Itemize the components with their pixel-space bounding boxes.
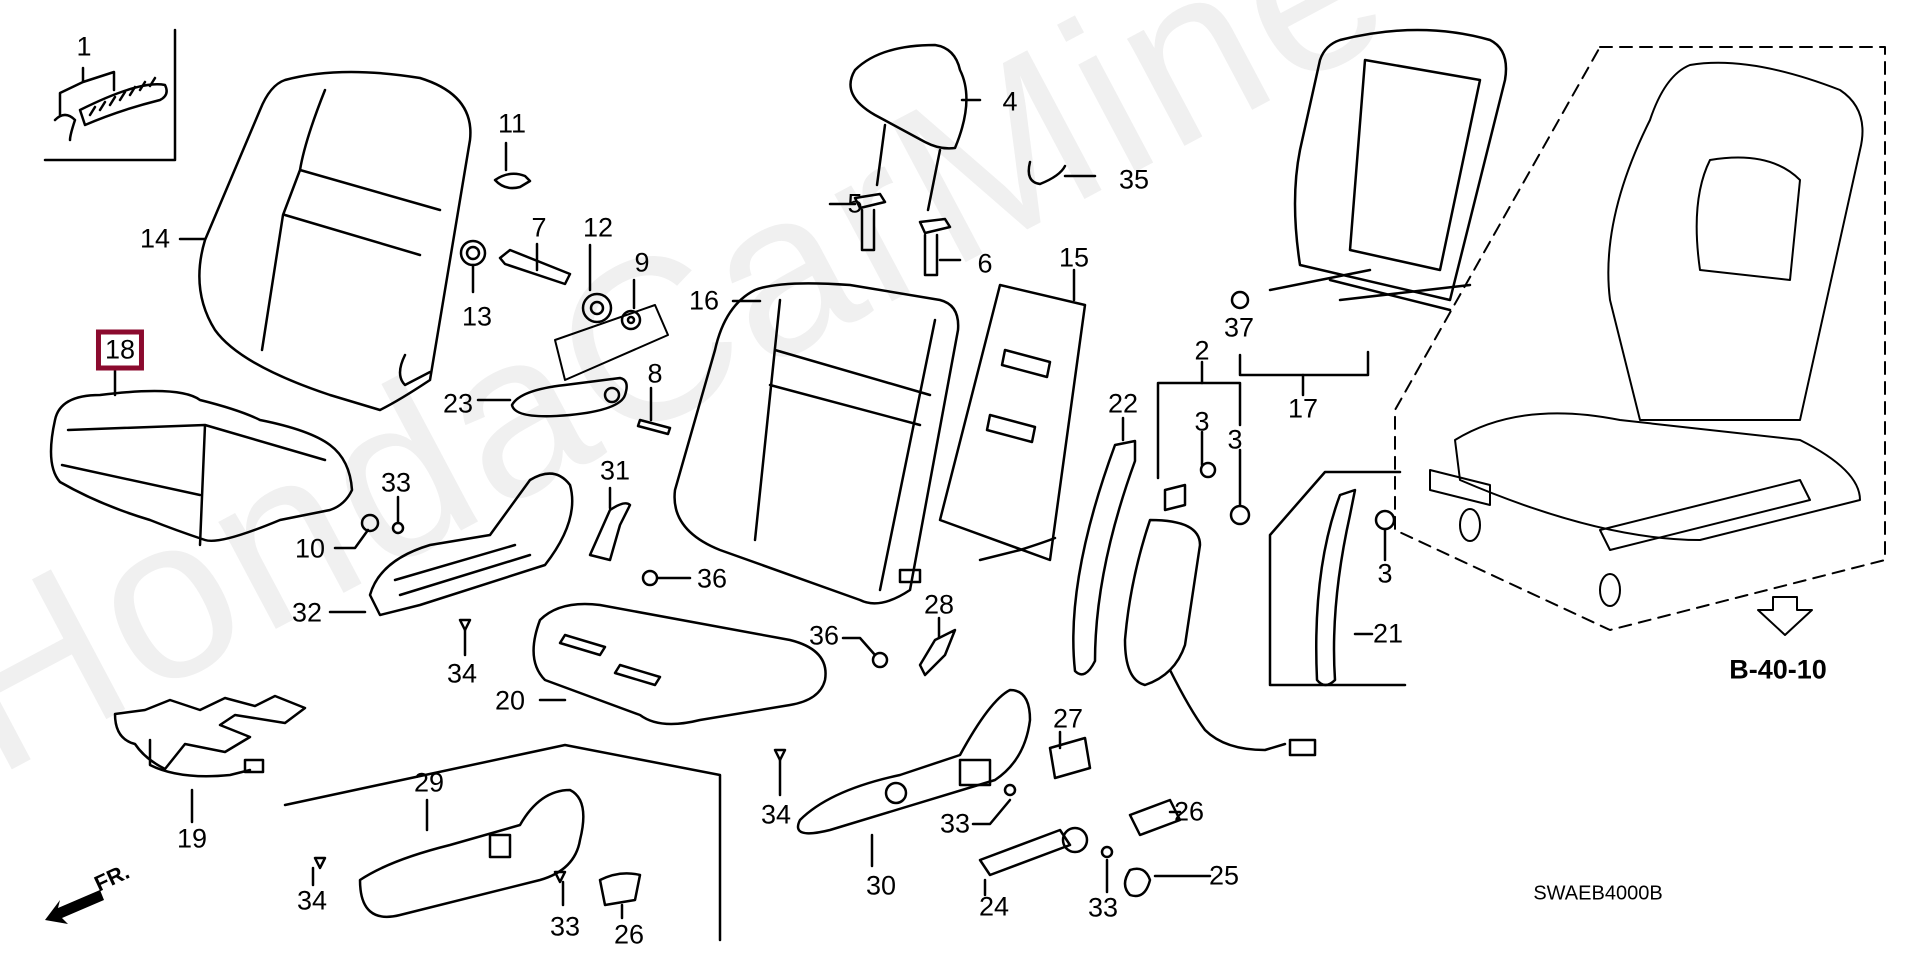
part-37-17-back-frame-cover (1230, 28, 1508, 397)
front-arrow-icon (45, 890, 104, 924)
callout-32[interactable]: 32 (291, 597, 323, 628)
reference-link[interactable]: B-40-10 (1729, 654, 1827, 685)
callout-29[interactable]: 29 (413, 767, 445, 798)
callout-2[interactable]: 2 (1194, 335, 1210, 366)
callout-10[interactable]: 10 (294, 533, 326, 564)
lever-cluster (971, 730, 1212, 898)
part-20-cushion-pad (283, 602, 827, 942)
callout-11[interactable]: 11 (497, 108, 527, 139)
part-29-side-cover (311, 788, 642, 920)
callout-5[interactable]: 5 (847, 188, 863, 219)
part-15-back-panel (898, 268, 1087, 584)
part-2-3-bracket (1123, 360, 1317, 757)
callout-25[interactable]: 25 (1208, 860, 1240, 891)
callout-34[interactable]: 34 (296, 885, 328, 916)
callout-19[interactable]: 19 (176, 823, 208, 854)
part-1-clips (43, 28, 177, 162)
part-14-seatback-cover (178, 70, 472, 412)
callout-6[interactable]: 6 (977, 248, 993, 279)
callout-28[interactable]: 28 (923, 589, 955, 620)
callout-22[interactable]: 22 (1107, 388, 1139, 419)
part-28-bracket (841, 616, 957, 677)
part-4-headrest (849, 43, 982, 212)
hardware-cluster-top (459, 141, 642, 331)
callout-37[interactable]: 37 (1223, 312, 1255, 343)
callout-16[interactable]: 16 (688, 285, 720, 316)
callout-36[interactable]: 36 (696, 563, 728, 594)
part-30-side-cover (773, 688, 1032, 868)
callout-9[interactable]: 9 (634, 247, 650, 278)
part-35-clip (1027, 160, 1097, 186)
callout-33[interactable]: 33 (1087, 892, 1119, 923)
callout-21[interactable]: 21 (1372, 618, 1404, 649)
part-16-seatback-pad (673, 282, 960, 605)
callout-26[interactable]: 26 (1173, 796, 1205, 827)
callout-36[interactable]: 36 (808, 620, 840, 651)
callout-1[interactable]: 1 (76, 31, 92, 62)
callout-34[interactable]: 34 (760, 799, 792, 830)
part-19-heater-mat (113, 694, 307, 824)
reference-arrow (1757, 596, 1813, 636)
callout-31[interactable]: 31 (599, 455, 631, 486)
callout-4[interactable]: 4 (1002, 86, 1018, 117)
part-5-6-headrest-guides (828, 192, 962, 277)
hardware-33-10 (333, 495, 405, 550)
callout-17[interactable]: 17 (1287, 393, 1319, 424)
part-32-cover (328, 472, 574, 657)
callout-8[interactable]: 8 (647, 358, 663, 389)
callout-15[interactable]: 15 (1058, 242, 1090, 273)
callout-23[interactable]: 23 (442, 388, 474, 419)
part-18-seat-cushion-cover (49, 366, 354, 547)
callout-3[interactable]: 3 (1227, 424, 1243, 455)
callout-27[interactable]: 27 (1052, 703, 1084, 734)
callout-24[interactable]: 24 (978, 891, 1010, 922)
diagram-code: SWAEB4000B (1533, 882, 1663, 905)
callout-35[interactable]: 35 (1118, 164, 1150, 195)
callout-33[interactable]: 33 (939, 808, 971, 839)
seat-frame-dashed-region (1394, 46, 1886, 631)
seat-frame (1429, 61, 1864, 607)
part-22-side-trim (1072, 416, 1137, 676)
callout-34[interactable]: 34 (446, 658, 478, 689)
part-31-bracket (588, 486, 692, 587)
callout-3[interactable]: 3 (1194, 406, 1210, 437)
callout-3[interactable]: 3 (1377, 558, 1393, 589)
callout-7[interactable]: 7 (531, 212, 547, 243)
callout-14[interactable]: 14 (139, 223, 171, 254)
callout-33[interactable]: 33 (549, 911, 581, 942)
callout-18-selected[interactable]: 18 (95, 329, 145, 371)
part-23-bracket (476, 304, 672, 436)
callout-26[interactable]: 26 (613, 919, 645, 950)
callout-13[interactable]: 13 (461, 301, 493, 332)
callout-12[interactable]: 12 (582, 212, 614, 243)
callout-20[interactable]: 20 (494, 685, 526, 716)
callout-33[interactable]: 33 (380, 467, 412, 498)
callout-30[interactable]: 30 (865, 870, 897, 901)
